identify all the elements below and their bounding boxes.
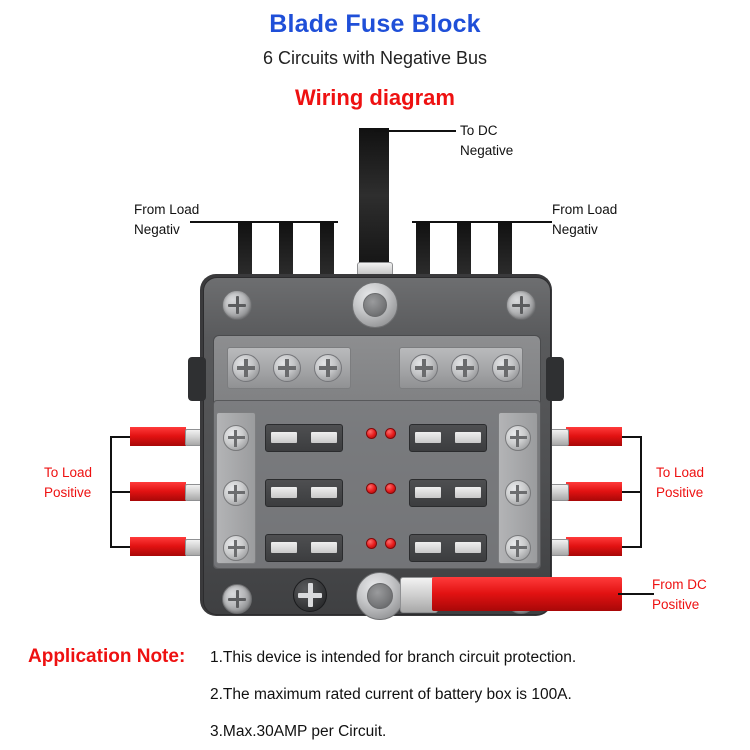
fuse-1 (265, 424, 343, 452)
application-note-label: Application Note: (28, 646, 186, 667)
dc-positive-wire (432, 577, 622, 611)
side-tab-left (188, 357, 206, 401)
page-title: Blade Fuse Block (269, 10, 481, 38)
load-positive-wire-left-2 (130, 482, 186, 501)
wiring-diagram-label: Wiring diagram (295, 85, 455, 110)
callout-to-load-positive-left: To Load Positive (44, 465, 93, 500)
load-positive-wire-right-2 (566, 482, 622, 501)
callout-to-dc-negative: To DC Negative (460, 123, 514, 158)
application-note-line-3: 3.Max.30AMP per Circuit. (210, 723, 387, 740)
positive-post-bottom-inner (367, 583, 393, 609)
load-positive-wire-left-1 (130, 427, 186, 446)
leader-line-right-load-negative (412, 221, 552, 223)
fuse-terminal-right-2 (505, 480, 531, 506)
callout-from-dc-positive: From DC Positive (652, 577, 707, 612)
load-positive-wire-right-1 (566, 427, 622, 446)
negative-bus-post-top-inner (363, 293, 387, 317)
leader-line-dc-negative (374, 130, 456, 132)
fuse-3 (265, 479, 343, 507)
bottom-center-screw (293, 578, 327, 612)
load-positive-wire-right-3 (566, 537, 622, 556)
fuse-terminal-left-1 (223, 425, 249, 451)
corner-screw-top-right (506, 290, 536, 320)
dc-negative-wire (359, 128, 389, 278)
leader-right-3 (618, 546, 642, 548)
fuse-terminal-left-2 (223, 480, 249, 506)
side-tab-right (546, 357, 564, 401)
bus-screw-left-3 (314, 354, 342, 382)
led-indicator-3 (366, 483, 377, 494)
leader-line-left-load-negative (190, 221, 338, 223)
callout-to-load-positive-right: To Load Positive (656, 465, 705, 500)
application-note-line-2: 2.The maximum rated current of battery b… (210, 686, 572, 703)
fuse-2 (409, 424, 487, 452)
leader-left-2 (110, 491, 134, 493)
fuse-terminal-right-3 (505, 535, 531, 561)
fuse-5 (265, 534, 343, 562)
led-indicator-5 (366, 538, 377, 549)
fuse-4 (409, 479, 487, 507)
led-indicator-6 (385, 538, 396, 549)
led-indicator-2 (385, 428, 396, 439)
corner-screw-top-left (222, 290, 252, 320)
callout-from-load-negative-right: From Load Negativ (552, 202, 618, 237)
load-positive-wire-left-3 (130, 537, 186, 556)
led-indicator-4 (385, 483, 396, 494)
bus-screw-right-3 (492, 354, 520, 382)
fuse-terminal-right-1 (505, 425, 531, 451)
page-subtitle: 6 Circuits with Negative Bus (262, 48, 488, 68)
bus-screw-right-2 (451, 354, 479, 382)
fuse-cover (213, 400, 541, 569)
bus-screw-left-1 (232, 354, 260, 382)
dc-positive-ferrule (400, 577, 438, 613)
leader-line-dc-positive (618, 593, 654, 595)
bus-screw-left-2 (273, 354, 301, 382)
application-note-line-1: 1.This device is intended for branch cir… (210, 649, 577, 666)
corner-screw-bottom-left (222, 584, 252, 614)
leader-left-1 (110, 436, 134, 438)
led-indicator-1 (366, 428, 377, 439)
leader-left-3 (110, 546, 134, 548)
bus-screw-right-1 (410, 354, 438, 382)
fuse-6 (409, 534, 487, 562)
fuse-terminal-left-3 (223, 535, 249, 561)
callout-from-load-negative-left: From Load Negativ (134, 202, 200, 237)
leader-right-1 (618, 436, 642, 438)
leader-right-2 (618, 491, 642, 493)
